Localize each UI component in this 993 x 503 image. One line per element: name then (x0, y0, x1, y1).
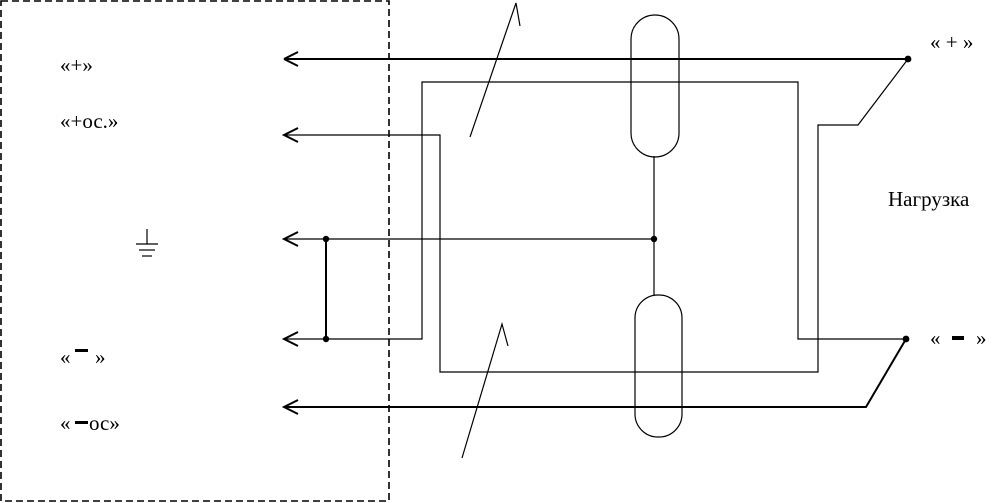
plus-sense-wire (284, 58, 909, 373)
terminal-minus-label: « (60, 345, 71, 369)
minus-sign (75, 349, 88, 352)
terminal-plus-sense-label: «+ос.» (60, 109, 119, 133)
power-supply-box (0, 0, 390, 502)
ground-icon (136, 229, 158, 257)
cable-break-bottom (461, 321, 509, 459)
load-minus-close: » (976, 326, 987, 350)
cable-break-top (469, 2, 521, 138)
minus-sense-wire (284, 338, 907, 408)
load-minus-terminal (902, 335, 910, 343)
terminal-minus-sense-open: « (60, 411, 71, 435)
junction-dot (650, 235, 658, 243)
junction-dot (322, 335, 330, 343)
load-plus-terminal (904, 55, 912, 63)
common-wire (284, 156, 655, 240)
terminal-minus-close: » (95, 345, 106, 369)
load-label: Нагрузка (888, 187, 970, 211)
terminal-minus-sense-rest: ос» (89, 411, 120, 435)
minus-wire (284, 81, 906, 340)
minus-sign (952, 336, 964, 340)
minus-sign (75, 421, 88, 424)
load-plus-label: « + » (930, 30, 974, 54)
load-minus-open: « (930, 326, 941, 350)
junction-dot (322, 235, 330, 243)
terminal-plus-label: «+» (60, 53, 93, 77)
cable-bundle-upper (630, 14, 680, 158)
cable-bundle-lower (634, 294, 683, 438)
